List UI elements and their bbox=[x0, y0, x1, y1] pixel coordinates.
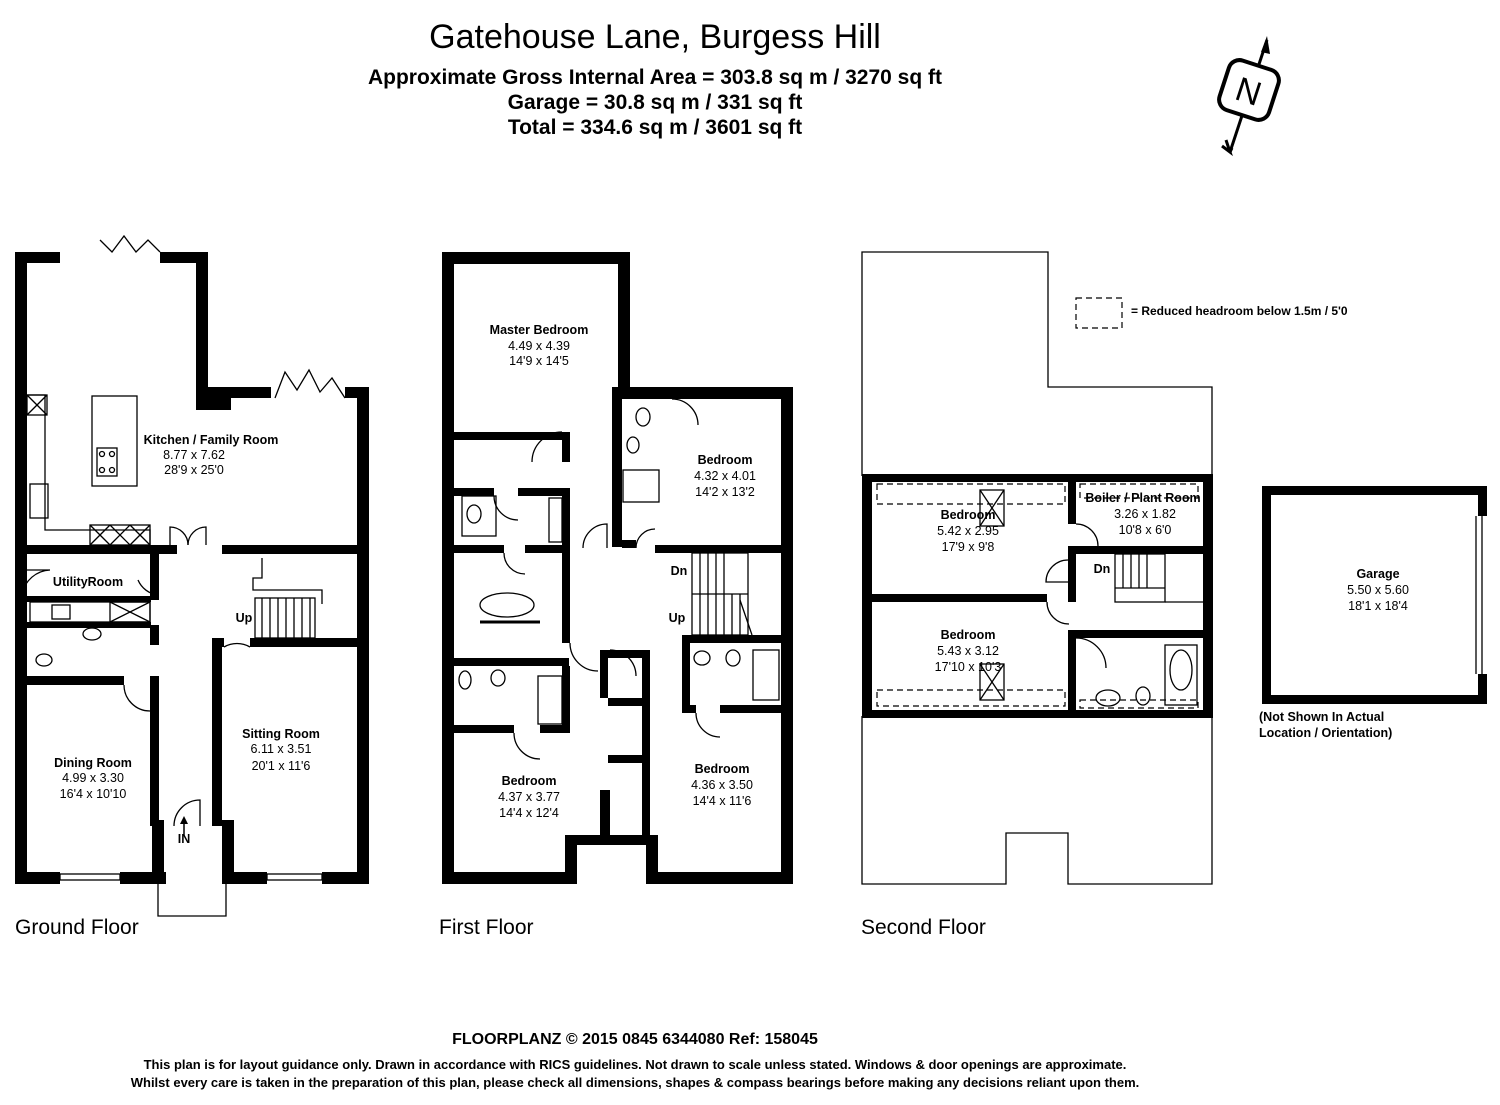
bedroom-bottom-name: Bedroom bbox=[941, 628, 996, 642]
bedroom-se-metric: 4.36 x 3.50 bbox=[691, 778, 753, 792]
bedroom-ne-name: Bedroom bbox=[698, 453, 753, 467]
ground-floor-plan bbox=[15, 234, 369, 917]
bedroom-se-name: Bedroom bbox=[695, 762, 750, 776]
kitchen-metric: 8.77 x 7.62 bbox=[163, 448, 225, 462]
sitting-name: Sitting Room bbox=[242, 727, 320, 741]
first-stairs-down: Dn bbox=[671, 564, 688, 578]
second-floor-label: Second Floor bbox=[861, 916, 986, 939]
footer-disclaimer-1: This plan is for layout guidance only. D… bbox=[143, 1057, 1127, 1072]
boiler-room-imperial: 10'8 x 6'0 bbox=[1119, 523, 1172, 537]
dining-imperial: 16'4 x 10'10 bbox=[60, 787, 127, 801]
sitting-imperial: 20'1 x 11'6 bbox=[252, 759, 311, 773]
ground-floor-label: Ground Floor bbox=[15, 916, 139, 939]
kitchen-name: Kitchen / Family Room bbox=[144, 433, 279, 447]
footer-disclaimer-2: Whilst every care is taken in the prepar… bbox=[130, 1075, 1140, 1090]
garage-plan bbox=[1262, 486, 1487, 704]
master-bedroom-metric: 4.49 x 4.39 bbox=[508, 339, 570, 353]
boiler-room-name: Boiler / Plant Room bbox=[1085, 491, 1200, 505]
bedroom-se-imperial: 14'4 x 11'6 bbox=[693, 794, 752, 808]
garage-name: Garage bbox=[1356, 567, 1399, 581]
garage-note-1: (Not Shown In Actual bbox=[1259, 710, 1384, 724]
second-floor-plan bbox=[861, 251, 1213, 885]
kitchen-imperial: 28'9 x 25'0 bbox=[164, 463, 224, 477]
bedroom-sw-metric: 4.37 x 3.77 bbox=[498, 790, 560, 804]
boiler-room-metric: 3.26 x 1.82 bbox=[1114, 507, 1176, 521]
utility-name: UtilityRoom bbox=[53, 575, 123, 589]
bedroom-bottom-metric: 5.43 x 3.12 bbox=[937, 644, 999, 658]
bedroom-top-name: Bedroom bbox=[941, 508, 996, 522]
plan-title: Gatehouse Lane, Burgess Hill bbox=[429, 18, 881, 56]
bedroom-ne-metric: 4.32 x 4.01 bbox=[694, 469, 756, 483]
north-arrow-icon: N bbox=[1217, 36, 1281, 157]
bedroom-top-imperial: 17'9 x 9'8 bbox=[942, 540, 995, 554]
dining-name: Dining Room bbox=[54, 756, 132, 770]
bedroom-top-metric: 5.42 x 2.95 bbox=[937, 524, 999, 538]
bedroom-bottom-imperial: 17'10 x 10'3 bbox=[935, 660, 1002, 674]
total-area: Total = 334.6 sq m / 3601 sq ft bbox=[507, 116, 803, 139]
bedroom-sw-imperial: 14'4 x 12'4 bbox=[499, 806, 559, 820]
garage-area: Garage = 30.8 sq m / 331 sq ft bbox=[507, 91, 803, 114]
entrance-label: IN bbox=[178, 832, 191, 846]
first-floor-label: First Floor bbox=[439, 916, 534, 939]
garage-imperial: 18'1 x 18'4 bbox=[1348, 599, 1408, 613]
headroom-legend: = Reduced headroom below 1.5m / 5'0 bbox=[1131, 304, 1348, 318]
footer-credit: FLOORPLANZ © 2015 0845 6344080 Ref: 1580… bbox=[452, 1031, 818, 1048]
bedroom-sw-name: Bedroom bbox=[502, 774, 557, 788]
master-bedroom-imperial: 14'9 x 14'5 bbox=[509, 354, 569, 368]
garage-metric: 5.50 x 5.60 bbox=[1347, 583, 1409, 597]
dining-metric: 4.99 x 3.30 bbox=[62, 771, 124, 785]
garage-note-2: Location / Orientation) bbox=[1259, 726, 1392, 740]
sitting-metric: 6.11 x 3.51 bbox=[251, 742, 312, 756]
bedroom-ne-imperial: 14'2 x 13'2 bbox=[695, 485, 755, 499]
master-bedroom-name: Master Bedroom bbox=[490, 323, 589, 337]
internal-area: Approximate Gross Internal Area = 303.8 … bbox=[367, 66, 943, 89]
first-floor-plan bbox=[442, 252, 793, 884]
ground-stairs-up: Up bbox=[236, 611, 253, 625]
second-stairs-down: Dn bbox=[1094, 562, 1111, 576]
first-stairs-up: Up bbox=[669, 611, 686, 625]
